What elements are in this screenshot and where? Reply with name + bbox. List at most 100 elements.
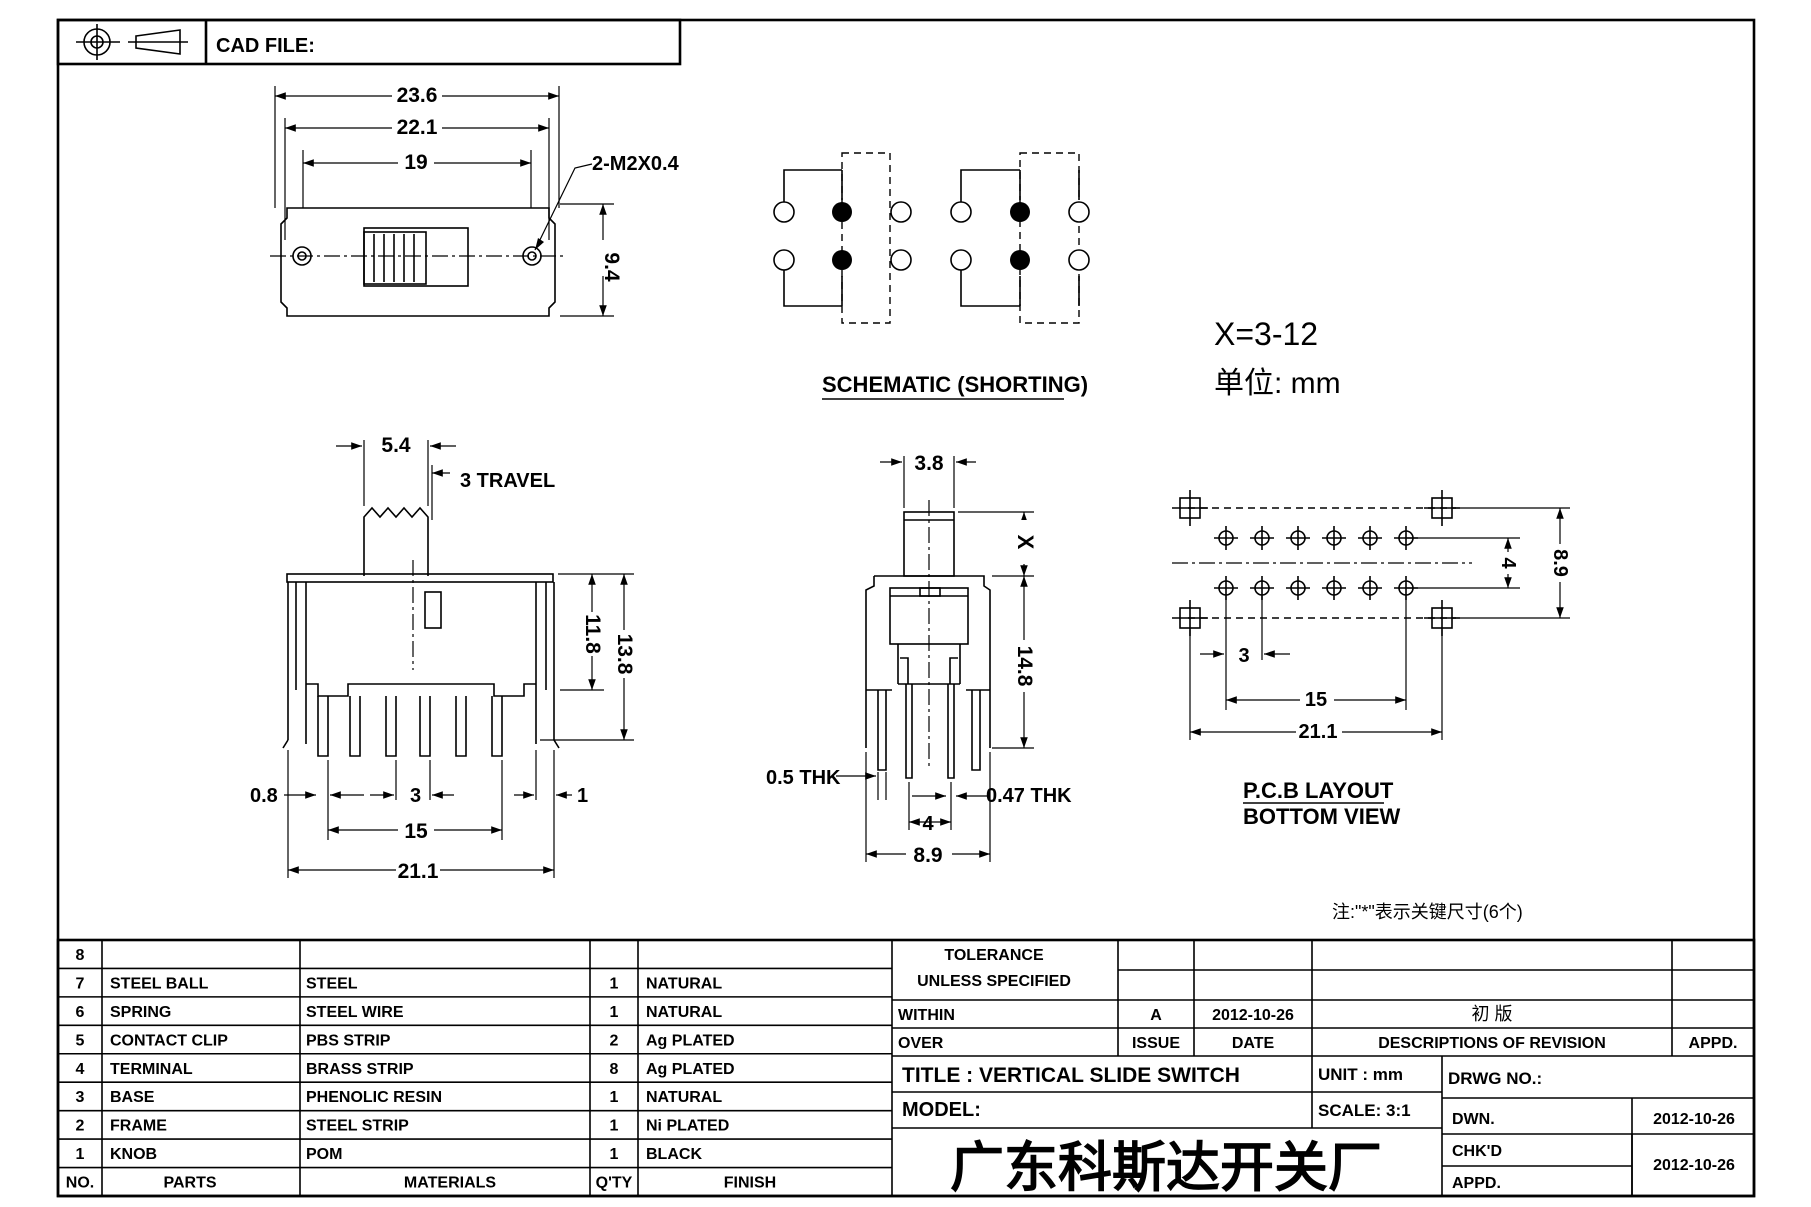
- bom-part-cell: CONTACT CLIP: [110, 1032, 228, 1049]
- front-pin-pitch-label: 3: [410, 785, 421, 807]
- thread-spec-label: 2-M2X0.4: [592, 153, 680, 175]
- top-hole-pitch-label: 22.1: [397, 116, 438, 139]
- bom-material-cell: PHENOLIC RESIN: [306, 1089, 442, 1106]
- tolerance-title: TOLERANCE: [944, 947, 1044, 964]
- bom-no-cell: 1: [76, 1146, 85, 1163]
- dwn-label: DWN.: [1452, 1111, 1495, 1128]
- bom-no-cell: 2: [76, 1118, 85, 1135]
- side-pin-pitch-label: 4: [922, 813, 934, 835]
- key-dimension-footnote: 注:"*"表示关键尺寸(6个): [1332, 902, 1523, 922]
- bom-finish-cell: NATURAL: [646, 1089, 722, 1106]
- bom-material-header: MATERIALS: [404, 1175, 496, 1192]
- front-right-offset-label: 1: [577, 785, 588, 807]
- bom-finish-cell: NATURAL: [646, 1004, 722, 1021]
- bom-part-cell: BASE: [110, 1089, 155, 1106]
- tolerance-subtitle: UNLESS SPECIFIED: [917, 973, 1071, 990]
- bom-material-cell: BRASS STRIP: [306, 1061, 414, 1078]
- unit-note: 单位: mm: [1214, 367, 1341, 400]
- top-height-label: 9.4: [600, 252, 623, 282]
- bom-no-cell: 8: [76, 947, 85, 964]
- frame-thk-label: 0.5 THK: [766, 767, 841, 789]
- bom-qty-cell: 8: [610, 1061, 619, 1078]
- schematic: SCHEMATIC (SHORTING): [773, 152, 1090, 400]
- unit-label: UNIT : mm: [1318, 1065, 1403, 1084]
- chkd-label: CHK'D: [1452, 1143, 1502, 1160]
- bom-material-cell: STEEL WIRE: [306, 1004, 404, 1021]
- scale-label: SCALE: 3:1: [1318, 1101, 1411, 1120]
- bom-no-header: NO.: [66, 1175, 94, 1192]
- front-overall-width-label: 21.1: [398, 860, 439, 883]
- model-label: MODEL:: [902, 1099, 981, 1121]
- pcb-caption-line2: BOTTOM VIEW: [1243, 804, 1400, 829]
- drawing-title: TITLE : VERTICAL SLIDE SWITCH: [902, 1064, 1240, 1087]
- side-knob-width-label: 3.8: [914, 452, 944, 475]
- projection-symbol-icon: [76, 24, 188, 60]
- rev-desc-value: 初 版: [1471, 1004, 1512, 1024]
- pcb-caption-line1: P.C.B LAYOUT: [1243, 778, 1394, 803]
- top-view: 23.6 22.1 19 9.4 2-M2X0.4: [270, 84, 680, 317]
- bom-material-cell: POM: [306, 1146, 342, 1163]
- side-knob-height-label: X: [1013, 535, 1038, 550]
- cad-file-label: CAD FILE:: [216, 35, 315, 57]
- bom-material-cell: STEEL STRIP: [306, 1118, 409, 1135]
- mount-hole-tl: [1172, 490, 1208, 526]
- pin-thk-label: 0.47 THK: [986, 785, 1072, 807]
- bom-no-cell: 3: [76, 1089, 85, 1106]
- front-view: 5.4 3 TRAVEL 11.8 13.8 0.8 3 1 15 21.1: [250, 434, 636, 883]
- date-label: DATE: [1232, 1035, 1275, 1052]
- side-overall-width-label: 8.9: [913, 844, 942, 867]
- rev-date-value: 2012-10-26: [1212, 1007, 1294, 1024]
- bom-qty-cell: 1: [610, 1118, 619, 1135]
- bom-part-cell: KNOB: [110, 1146, 157, 1163]
- bom-qty-cell: 1: [610, 1089, 619, 1106]
- bom-qty-header: Q'TY: [596, 1175, 633, 1192]
- within-label: WITHIN: [898, 1007, 955, 1024]
- pcb-pin-span-label: 15: [1305, 689, 1327, 711]
- front-body-height-label: 11.8: [581, 614, 604, 654]
- pcb-mount-pitch-label: 8.9: [1549, 549, 1571, 577]
- bom-qty-cell: 1: [610, 1146, 619, 1163]
- side-view: 3.8 X 14.8 0.5 THK 0.47 THK 4 8.9: [766, 452, 1072, 867]
- bom-part-cell: SPRING: [110, 1004, 171, 1021]
- bom-part-cell: STEEL BALL: [110, 975, 209, 992]
- bom-finish-cell: Ag PLATED: [646, 1061, 735, 1078]
- front-total-height-label: 13.8: [613, 634, 636, 675]
- bom-finish-header: FINISH: [724, 1175, 776, 1192]
- x-range-note: X=3-12: [1214, 316, 1318, 352]
- front-pin-width-label: 0.8: [250, 785, 278, 807]
- company-name: 广东科斯达开关厂: [950, 1138, 1382, 1198]
- top-overall-width-label: 23.6: [397, 84, 438, 107]
- bom-no-cell: 6: [76, 1004, 85, 1021]
- bom-qty-cell: 1: [610, 975, 619, 992]
- pcb-layout: 4 8.9 3 15 21.1 P.C.B LAYOUT BOTTOM VIEW: [1172, 490, 1571, 829]
- schematic-pole-1: [773, 152, 912, 324]
- bom-part-cell: FRAME: [110, 1118, 167, 1135]
- travel-label: 3 TRAVEL: [460, 470, 555, 492]
- bom-no-cell: 7: [76, 975, 85, 992]
- front-pin-span-label: 15: [404, 820, 428, 843]
- bom-finish-cell: Ni PLATED: [646, 1118, 729, 1135]
- bom-qty-cell: 1: [610, 1004, 619, 1021]
- bom-part-cell: TERMINAL: [110, 1061, 193, 1078]
- bom-qty-cell: 2: [610, 1032, 619, 1049]
- front-knob-width-label: 5.4: [381, 434, 411, 457]
- bom-part-header: PARTS: [163, 1175, 216, 1192]
- drwg-no-label: DRWG NO.:: [1448, 1069, 1542, 1088]
- bom-finish-cell: Ag PLATED: [646, 1032, 735, 1049]
- appd-label: APPD.: [1452, 1175, 1501, 1192]
- bom-no-cell: 4: [76, 1061, 85, 1078]
- revision-desc-label: DESCRIPTIONS OF REVISION: [1378, 1035, 1606, 1052]
- top-inner-width-label: 19: [404, 151, 427, 174]
- pcb-mount-span-label: 21.1: [1299, 721, 1338, 743]
- chk-date: 2012-10-26: [1653, 1157, 1735, 1174]
- schematic-pole-2: [950, 152, 1090, 324]
- dwn-date: 2012-10-26: [1653, 1111, 1735, 1128]
- bom-finish-cell: BLACK: [646, 1146, 702, 1163]
- header-box: CAD FILE:: [56, 18, 682, 66]
- bom-material-cell: PBS STRIP: [306, 1032, 391, 1049]
- schematic-caption: SCHEMATIC (SHORTING): [822, 372, 1088, 397]
- rev-issue-value: A: [1150, 1007, 1162, 1024]
- pcb-row-pitch-label: 4: [1497, 557, 1519, 569]
